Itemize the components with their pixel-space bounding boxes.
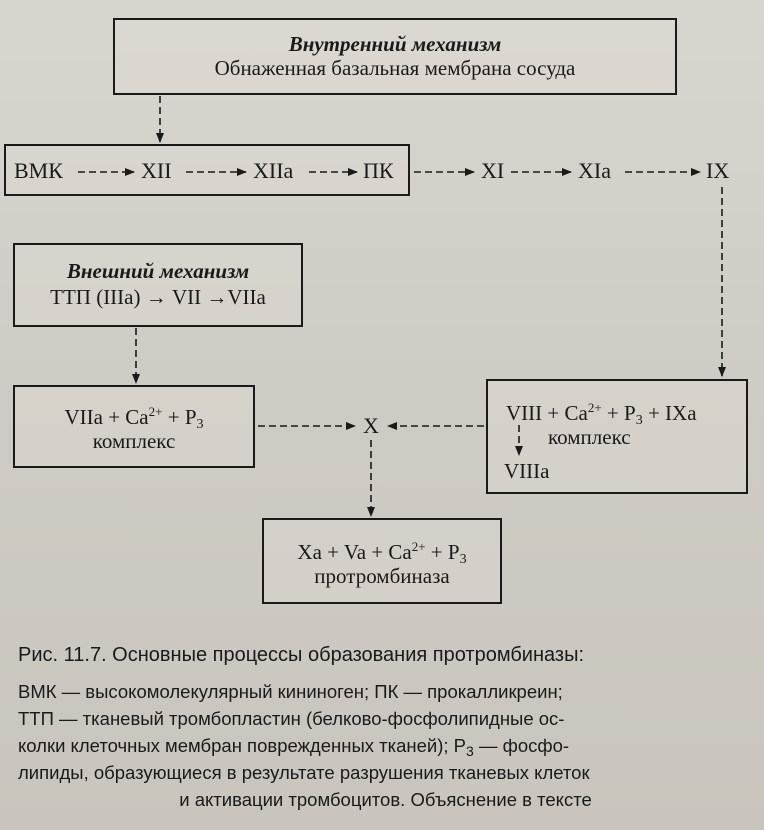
intrinsic-mechanism-box: Внутренний механизм Обнаженная базальная… — [113, 18, 677, 95]
extrinsic-title: Внешний механизм — [66, 259, 250, 283]
node-pk: ПК — [363, 158, 394, 183]
extrinsic-mechanism-box: Внешний механизм ТТП (IIIa) → VII →VIIa — [13, 243, 303, 327]
node-vmk: ВМК — [14, 158, 63, 183]
node-xi: XI — [481, 158, 505, 183]
node-x: X — [363, 413, 379, 438]
viia-complex-formula: VIIa + Ca2+ + P3 — [64, 404, 204, 432]
viia-complex-label: комплекс — [92, 429, 176, 453]
node-xia: XIa — [578, 158, 611, 183]
cascade-box — [4, 144, 410, 196]
legend-line-5: и активации тромбоцитов. Объяснение в те… — [179, 789, 592, 810]
viii-complex-label: комплекс — [548, 425, 631, 449]
prothrombinase-box: Xa + Va + Ca2+ + P3 протромбиназа — [262, 518, 502, 604]
legend-line-1: ВМК — высокомолекулярный кининоген; ПК —… — [18, 681, 563, 702]
intrinsic-title: Внутренний механизм — [288, 32, 502, 56]
legend-line-2: ТТП — тканевый тромбопластин (белково-фо… — [18, 708, 565, 729]
legend-line-4: липиды, образующиеся в результате разруш… — [18, 762, 590, 783]
node-xiia: XIIa — [253, 158, 294, 183]
viii-complex-box: VIII + Ca2+ + P3 + IXa комплекс VIIIa — [486, 379, 748, 494]
viii-complex-formula: VIII + Ca2+ + P3 + IXa — [506, 400, 697, 428]
prothrombinase-label: протромбиназа — [314, 564, 450, 588]
node-ix: IX — [706, 158, 730, 183]
legend-line-3: колки клеточных мембран поврежденных тка… — [18, 735, 570, 759]
viiia-product: VIIIa — [504, 459, 550, 483]
intrinsic-subtitle: Обнаженная базальная мембрана сосуда — [214, 56, 576, 80]
prothrombinase-formula: Xa + Va + Ca2+ + P3 — [297, 539, 467, 567]
extrinsic-subtitle: ТТП (IIIa) → VII →VIIa — [50, 285, 266, 309]
viia-complex-box: VIIa + Ca2+ + P3 комплекс — [13, 385, 255, 468]
figure-legend: ВМК — высокомолекулярный кининоген; ПК —… — [18, 678, 753, 813]
node-xii: XII — [141, 158, 172, 183]
figure-caption: Рис. 11.7. Основные процессы образования… — [18, 644, 585, 666]
